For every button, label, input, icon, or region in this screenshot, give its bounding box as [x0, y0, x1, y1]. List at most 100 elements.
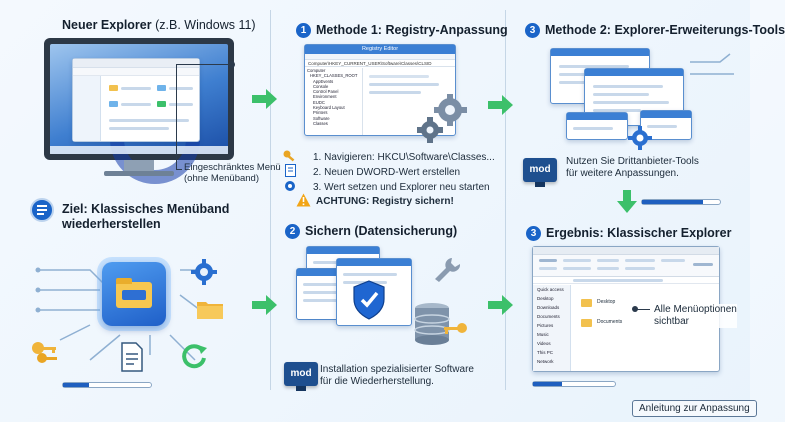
method2-progress-bar — [641, 199, 721, 205]
registry-tree-item[interactable]: Computer — [307, 68, 326, 73]
callout-line — [176, 169, 182, 170]
progress-fill — [642, 200, 703, 204]
nav-item[interactable]: Quick access — [537, 287, 564, 292]
callout-restricted-menu: Eingeschränktes Menü (ohne Menüband) — [184, 162, 281, 184]
nav-item[interactable]: This PC — [537, 350, 554, 355]
wrench-icon — [435, 258, 461, 282]
keys-icon — [32, 342, 57, 363]
nav-item[interactable]: Music — [537, 332, 549, 337]
step-number-badge: 1 — [296, 23, 311, 38]
explorer-hub-icon — [102, 262, 166, 326]
ribbon-menu[interactable] — [533, 255, 719, 277]
old-explorer-window — [72, 58, 200, 142]
guide-button[interactable]: Anleitung zur Anpassung — [632, 400, 757, 417]
progress-fill — [533, 382, 562, 386]
column-divider — [270, 10, 271, 390]
registry-warning: ACHTUNG: Registry sichern! — [316, 196, 454, 207]
result-progress-bar — [532, 381, 616, 387]
result-title-text: Ergebnis: Klassischer Explorer — [546, 226, 732, 240]
step-number-badge: 3 — [526, 226, 541, 241]
nav-item[interactable]: Pictures — [537, 323, 554, 328]
refresh-icon — [182, 344, 207, 369]
nav-item[interactable]: Videos — [537, 341, 551, 346]
circuit-lines — [690, 53, 734, 75]
registry-tree-item[interactable]: Software — [313, 115, 330, 121]
key-icon — [283, 150, 295, 162]
document-icon — [285, 164, 296, 177]
folder-name[interactable]: Desktop — [597, 299, 616, 305]
arrow-down-icon — [617, 190, 637, 213]
result-callout-line: sichtbar — [654, 316, 690, 327]
method1-title-text: Methode 1: Registry-Anpassung — [316, 23, 508, 37]
gear-icon — [191, 259, 217, 285]
goal-line: Ziel: Klassisches Menüband — [62, 202, 230, 216]
mod-icon: mod — [523, 158, 557, 187]
nav-item[interactable]: Desktop — [537, 296, 554, 301]
callout-text: Eingeschränktes Menü — [184, 162, 281, 173]
monitor-stand — [124, 160, 154, 172]
registry-tree-item[interactable]: Printers — [313, 110, 328, 116]
gears-icon — [417, 94, 467, 143]
folder-icon — [197, 302, 223, 319]
monitor-screen — [50, 44, 228, 184]
method2-desc-line: Nutzen Sie Drittanbieter-Tools — [566, 156, 699, 167]
method1-step: 2. Neuen DWORD-Wert erstellen — [313, 167, 461, 178]
method2-desc: Nutzen Sie Drittanbieter-Tools für weite… — [566, 156, 699, 180]
registry-tree-item[interactable]: Control Panel — [313, 89, 339, 95]
result-callout: Alle Menüoptionen sichtbar — [654, 304, 737, 328]
arrow-right-icon — [488, 95, 513, 115]
callout-dot — [228, 61, 235, 68]
gear-icon — [628, 126, 652, 150]
arrow-right-icon — [488, 295, 513, 315]
callout-line — [176, 64, 230, 65]
arrow-right-icon — [252, 295, 277, 315]
registry-tree-item[interactable]: HKEY_CLASSES_ROOT — [310, 73, 358, 79]
folder-name[interactable]: Documents — [597, 319, 623, 325]
progress-fill — [63, 383, 90, 387]
registry-tree-item[interactable]: EUDC — [313, 99, 325, 105]
backup-desc-line: für die Wiederherstellung. — [320, 376, 434, 387]
backup-desc-line: Installation spezialisierter Software — [320, 364, 474, 375]
warning-icon — [296, 193, 311, 207]
method1-title: 1 Methode 1: Registry-Anpassung — [296, 23, 508, 38]
result-title: 3 Ergebnis: Klassischer Explorer — [526, 226, 732, 241]
key-icon — [444, 323, 467, 334]
column-divider — [505, 10, 506, 390]
circuit-lines — [35, 267, 201, 361]
registry-tree-item[interactable]: Environment — [313, 94, 337, 100]
arrow-right-icon — [252, 89, 277, 109]
panel-old-title-bold: Neuer Explorer — [62, 18, 152, 32]
method2-title-text: Methode 2: Explorer-Erweiterungs-Tools — [545, 23, 785, 37]
document-icon — [121, 342, 143, 372]
nav-item[interactable]: Network — [537, 359, 554, 364]
backup-desc: Installation spezialisierter Software fü… — [320, 364, 474, 388]
registry-tree-item[interactable]: AppEvents — [313, 78, 334, 84]
registry-tree-item[interactable]: Classes — [313, 120, 328, 126]
shield-icon — [353, 280, 385, 320]
goal-line: wiederherstellen — [62, 217, 161, 231]
monitor-base — [104, 171, 174, 176]
registry-path-bar[interactable]: Computer\HKEY_CURRENT_USER\Software\Clas… — [305, 60, 455, 67]
database-icon — [414, 303, 450, 345]
result-callout-line: Alle Menüoptionen — [654, 304, 737, 315]
nav-item[interactable]: Documents — [537, 314, 560, 319]
tool-window — [640, 110, 692, 140]
mod-icon: mod — [284, 362, 318, 391]
registry-tree-item[interactable]: Keyboard Layout — [313, 105, 345, 111]
nav-item[interactable]: Downloads — [537, 305, 560, 310]
left-progress-bar — [62, 382, 152, 388]
method1-step: 3. Wert setzen und Explorer neu starten — [313, 182, 490, 193]
gear-icon — [285, 181, 295, 191]
panel-old-title-rest: (z.B. Windows 11) — [155, 18, 256, 32]
callout-line — [176, 64, 177, 170]
registry-tree-item[interactable]: Console — [313, 83, 329, 89]
monitor — [44, 38, 234, 184]
goal-text: Ziel: Klassisches Menüband wiederherstel… — [62, 202, 229, 232]
method2-desc-line: für weitere Anpassungen. — [566, 168, 679, 179]
callout-text: (ohne Menüband) — [184, 173, 259, 184]
